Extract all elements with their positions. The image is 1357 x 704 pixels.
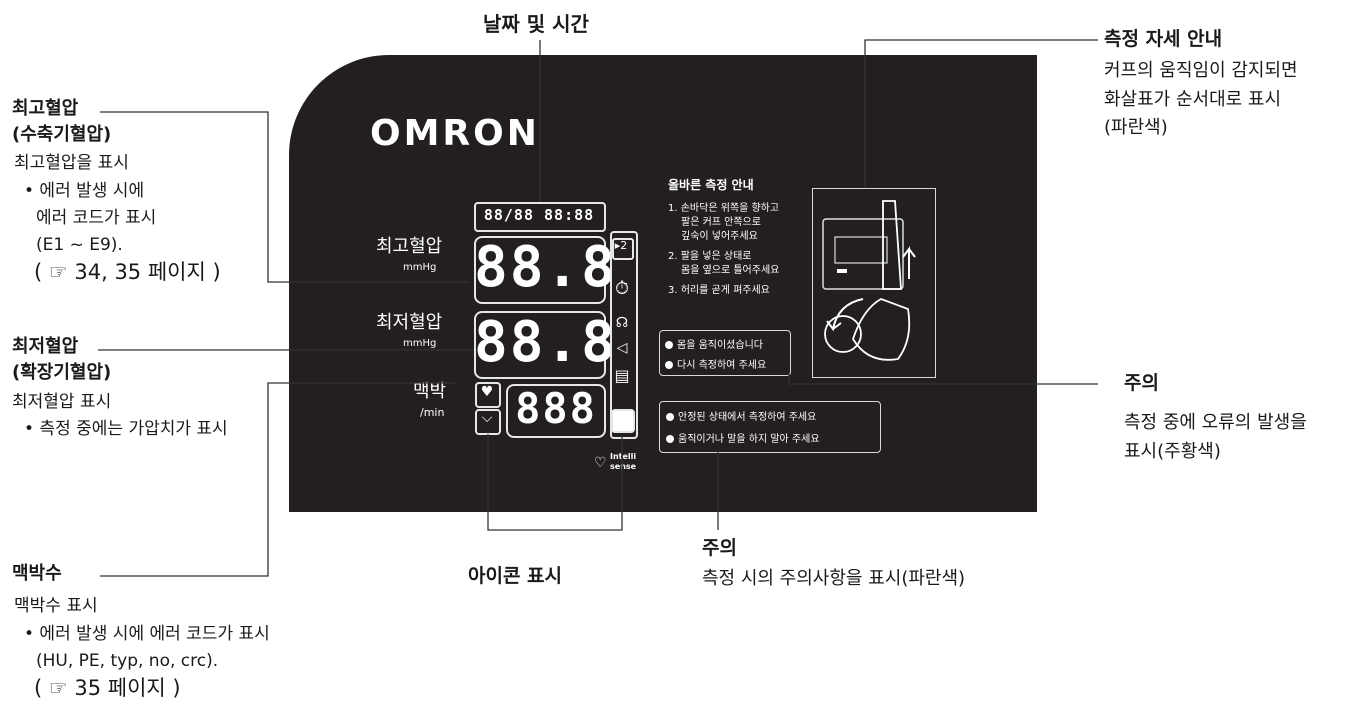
note-2: 움직이거나 말을 하지 말아 주세요 [666,430,820,445]
posture-illustration [812,188,936,378]
voice-icon: ☊ [615,315,629,331]
sys-unit: mmHg [403,262,437,273]
sys-desc-1: 최고혈압을 표시 [14,153,129,173]
sys-desc-3: 에러 코드가 표시 [36,208,157,228]
sys-page-ref: ( ☞ 34, 35 페이지 ) [34,260,221,284]
printer-icon: ▤ [614,366,630,385]
stopwatch-icon: ⏱ [614,278,630,299]
pulse-display [506,384,606,438]
sys-desc-4: (E1 ~ E9). [36,235,123,255]
intellisense-line2: sense [610,462,637,471]
speaker-icon: ◁ [616,340,628,356]
dia-callout-title: 최저혈압 [12,336,79,357]
pulse-unit: /min [420,406,445,419]
x2-icon: ▸2 [614,239,628,252]
error-caution-title: 주의 [1124,372,1159,394]
intellisense-heart-icon: ♡ [594,455,607,471]
pulse-label: 맥박 [413,381,447,402]
heart-icon [475,382,501,408]
pulse-callout-title: 맥박수 [12,563,62,584]
sys-desc-2: • 에러 발생 시에 [24,181,145,201]
pulse-desc-3: (HU, PE, typ, no, crc). [36,651,219,671]
note-1: 안정된 상태에서 측정하여 주세요 [666,408,816,423]
posture-desc-1: 커프의 움직임이 감지되면 [1104,60,1298,81]
brand-logo: OMRON [370,113,540,154]
icons-callout-title: 아이콘 표시 [468,565,563,587]
pulse-desc-1: 맥박수 표시 [14,596,98,616]
measurement-caution-title: 주의 [702,537,737,559]
intellisense-line1: Intelli [610,452,637,461]
guide-1c: 깊숙이 넣어주세요 [681,231,758,242]
sys-value: 88.8 [474,235,617,300]
warn-1: 몸을 움직이셨습니다 [665,336,763,351]
posture-desc-2: 화살표가 순서대로 표시 [1104,89,1282,110]
pulse-page-ref: ( ☞ 35 페이지 ) [34,676,181,700]
dia-callout-subtitle: (확장기혈압) [12,362,112,383]
posture-callout-title: 측정 자세 안내 [1104,28,1223,50]
warn-2: 다시 측정하여 주세요 [665,356,766,371]
pulse-desc-2: • 에러 발생 시에 에러 코드가 표시 [24,624,270,644]
heart-glyph: ♥ [480,384,494,400]
posture-desc-3: (파란색) [1104,117,1168,138]
error-caution-box [659,330,791,376]
dia-label: 최저혈압 [376,312,443,333]
datetime-value: 88/88 88:88 [483,206,595,224]
error-caution-desc-2: 표시(주황색) [1124,441,1221,462]
datetime-display [474,202,606,232]
sys-callout-title: 최고혈압 [12,98,79,119]
guide-1b: 팔은 커프 안쪽으로 [681,217,761,228]
guide-3: 3. 허리를 곧게 펴주세요 [668,285,770,296]
guide-2b: 몸을 옆으로 틀어주세요 [681,265,780,276]
dia-display [474,311,606,379]
error-caution-desc-1: 측정 중에 오류의 발생을 [1124,412,1307,433]
cuff-wrap-glyph: ⌵ [481,410,493,426]
datetime-callout-title: 날짜 및 시간 [483,12,589,36]
device-panel [289,55,1037,512]
dia-desc-1: 최저혈압 표시 [12,392,112,412]
dia-value: 88.8 [474,310,617,375]
pulse-value: 888 [515,384,597,433]
sys-display [474,236,606,304]
cuff-icon [611,409,635,433]
sys-callout-subtitle: (수축기혈압) [12,124,112,145]
dia-desc-2: • 측정 중에는 가압치가 표시 [24,419,228,439]
guide-2a: 2. 팔을 넣은 상태로 [668,251,752,262]
guide-1a: 1. 손바닥은 위쪽을 향하고 [668,203,780,214]
guide-title: 올바른 측정 안내 [668,178,754,192]
icon-column [610,231,638,439]
x2-icon-box [612,238,634,260]
sys-label: 최고혈압 [376,236,443,257]
measurement-caution-box [659,401,881,453]
dia-unit: mmHg [403,338,437,349]
measurement-caution-desc: 측정 시의 주의사항을 표시(파란색) [702,568,966,589]
